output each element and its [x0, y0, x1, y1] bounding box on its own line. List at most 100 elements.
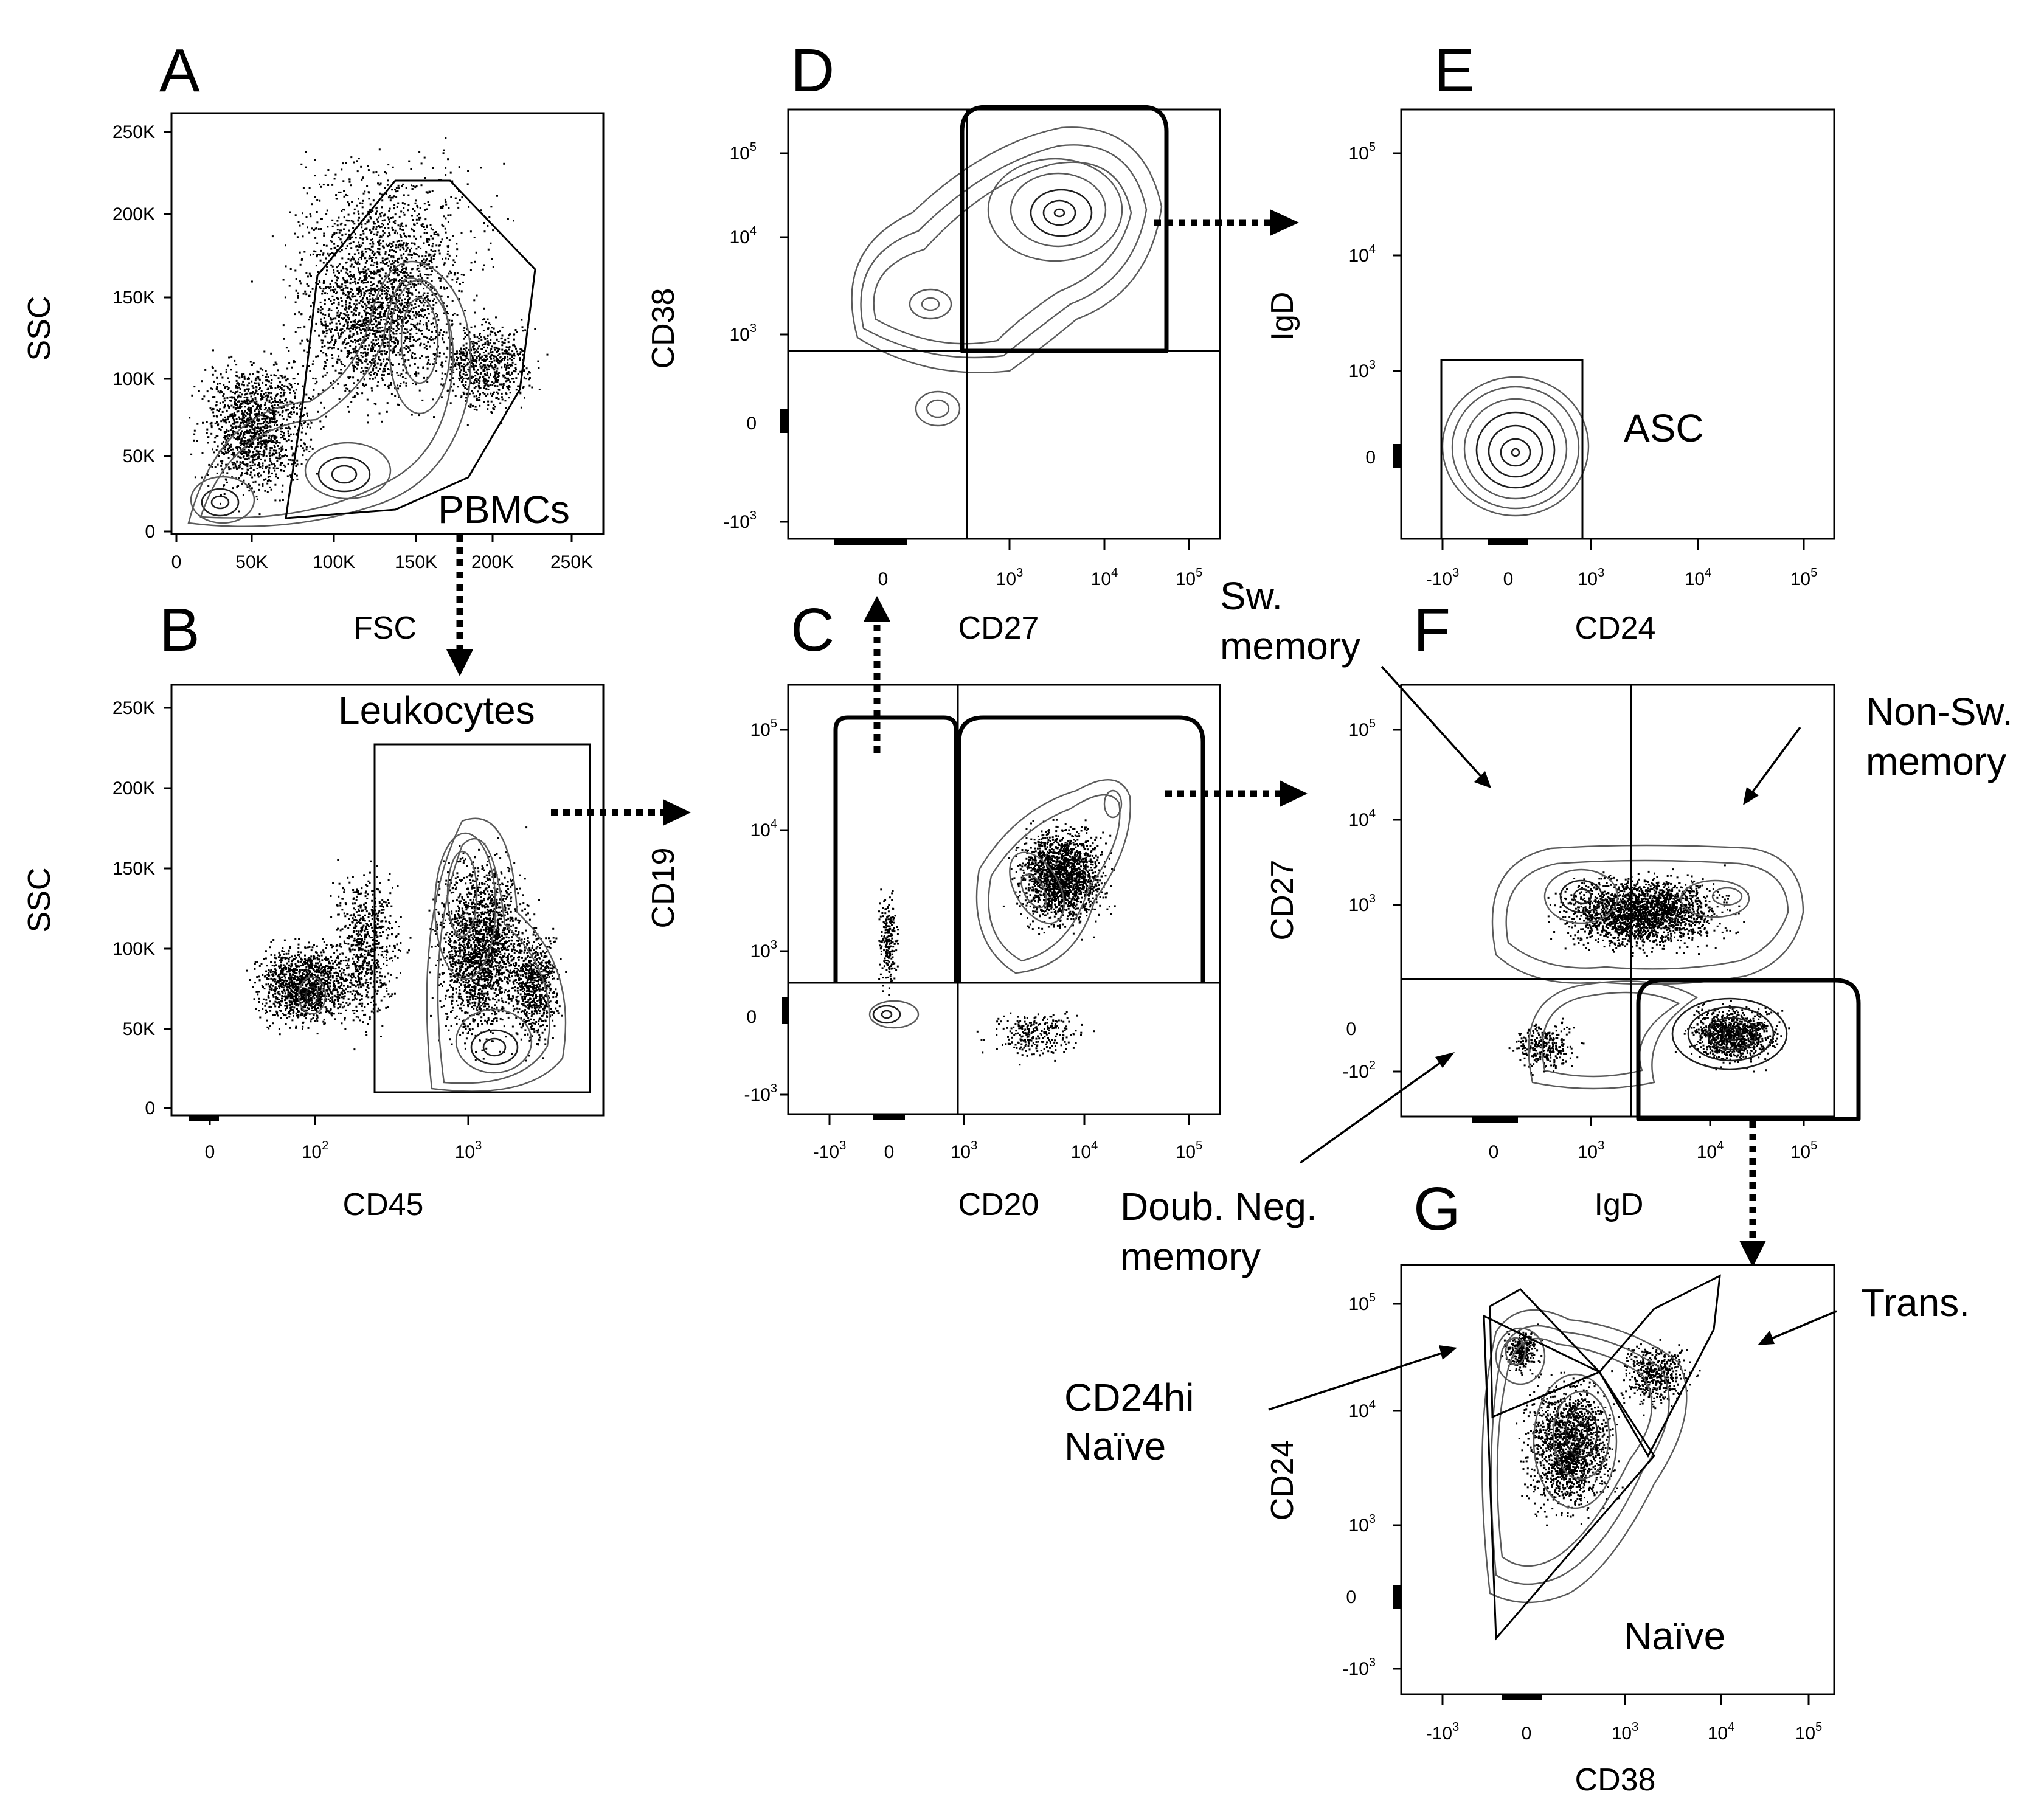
event-dot: [339, 977, 342, 980]
event-dot: [491, 384, 494, 386]
event-dot: [449, 171, 452, 174]
event-dot: [377, 182, 379, 185]
event-dot: [453, 353, 456, 355]
event-dot: [324, 303, 326, 305]
event-dot: [502, 352, 504, 355]
event-dot: [426, 295, 429, 297]
event-dot: [370, 308, 373, 311]
event-dot: [452, 383, 455, 386]
event-dot: [468, 405, 470, 407]
event-dot: [398, 240, 400, 242]
event-dot: [262, 462, 264, 465]
event-dot: [377, 338, 379, 341]
event-dot: [365, 352, 367, 355]
event-dot: [392, 319, 394, 322]
event-dot: [442, 338, 444, 341]
event-dot: [399, 289, 401, 291]
event-dot: [386, 410, 388, 413]
panel-a-y-tick: 50K: [123, 446, 155, 466]
event-dot: [476, 397, 478, 400]
event-dot: [428, 329, 430, 331]
event-dot: [244, 446, 247, 449]
event-dot: [224, 405, 226, 407]
event-dot: [483, 358, 485, 361]
event-dot: [258, 1001, 260, 1003]
event-dot: [300, 423, 303, 424]
event-dot: [428, 359, 430, 361]
event-dot: [376, 384, 379, 387]
event-dot: [277, 457, 279, 460]
event-dot: [291, 386, 293, 389]
event-dot: [258, 450, 260, 452]
event-dot: [391, 279, 393, 281]
event-dot: [364, 360, 365, 362]
event-dot: [404, 310, 407, 312]
event-dot: [403, 342, 405, 344]
event-dot: [316, 958, 319, 961]
event-dot: [440, 364, 443, 366]
event-dot: [339, 223, 342, 226]
event-dot: [396, 293, 398, 295]
event-dot: [269, 396, 272, 398]
event-dot: [389, 372, 391, 375]
event-dot: [328, 966, 330, 968]
event-dot: [330, 1013, 333, 1016]
event-dot: [384, 275, 386, 278]
event-dot: [237, 437, 240, 440]
event-dot: [506, 378, 508, 379]
event-dot: [263, 439, 265, 442]
event-dot: [257, 409, 260, 410]
event-dot: [327, 341, 329, 344]
event-dot: [312, 253, 314, 255]
event-dot: [302, 385, 304, 387]
event-dot: [397, 324, 399, 326]
event-dot: [284, 977, 286, 979]
event-dot: [340, 972, 342, 975]
event-dot: [367, 307, 369, 309]
event-dot: [372, 311, 375, 314]
event-dot: [271, 440, 274, 442]
event-dot: [246, 413, 249, 415]
event-dot: [508, 353, 511, 356]
event-dot: [501, 326, 504, 328]
event-dot: [264, 459, 266, 462]
event-dot: [381, 350, 383, 353]
event-dot: [201, 476, 203, 479]
event-dot: [358, 319, 361, 322]
event-dot: [239, 392, 241, 394]
event-dot: [262, 395, 264, 398]
event-dot: [466, 373, 468, 376]
event-dot: [375, 226, 378, 228]
event-dot: [348, 353, 350, 355]
event-dot: [237, 455, 240, 458]
event-dot: [422, 294, 424, 297]
event-dot: [237, 397, 238, 399]
event-dot: [462, 373, 465, 375]
event-dot: [531, 386, 533, 389]
event-dot: [331, 357, 334, 359]
event-dot: [346, 220, 348, 222]
event-dot: [384, 213, 386, 216]
event-dot: [246, 419, 248, 421]
event-dot: [243, 419, 246, 421]
event-dot: [241, 468, 243, 470]
event-dot: [390, 217, 392, 219]
event-dot: [231, 413, 234, 415]
event-dot: [281, 401, 283, 403]
event-dot: [426, 336, 428, 339]
event-dot: [472, 357, 474, 359]
event-dot: [306, 351, 308, 353]
event-dot: [494, 378, 496, 380]
event-dot: [390, 330, 392, 332]
event-dot: [353, 382, 355, 384]
event-dot: [361, 212, 364, 215]
event-dot: [399, 227, 401, 230]
event-dot: [266, 965, 268, 967]
event-dot: [477, 399, 480, 401]
event-dot: [425, 251, 427, 252]
event-dot: [325, 286, 327, 288]
event-dot: [236, 448, 238, 449]
event-dot: [373, 323, 375, 325]
event-dot: [399, 317, 401, 319]
event-dot: [291, 459, 294, 462]
